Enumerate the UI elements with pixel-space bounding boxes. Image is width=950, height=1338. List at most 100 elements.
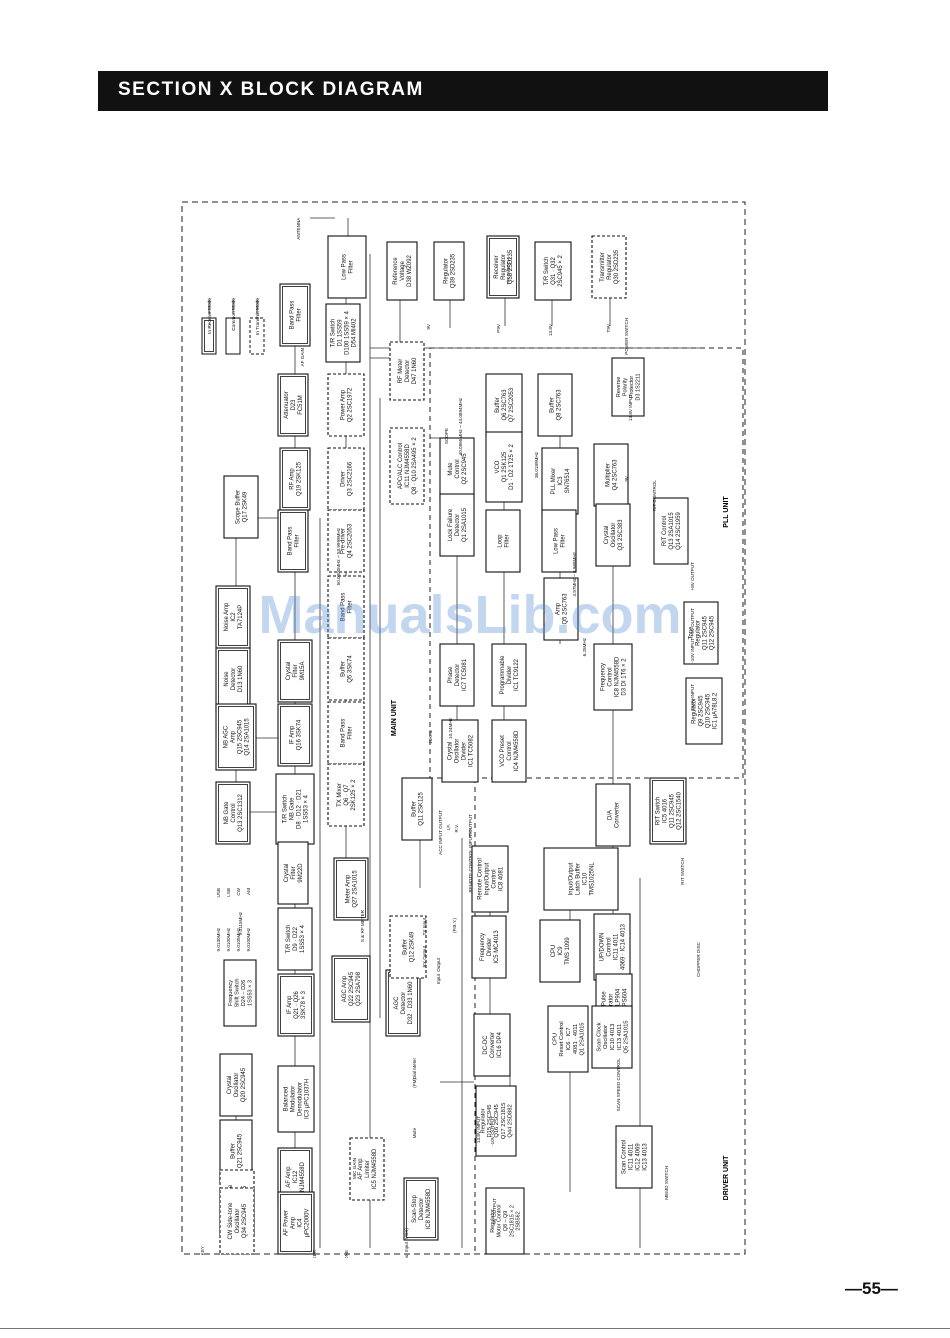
block-outline [439, 643, 475, 707]
diagram-block: Band PassFilter [277, 509, 309, 573]
block-label: BufferQ12 2SK49 [403, 931, 416, 962]
block-outline [277, 703, 313, 767]
diagram-block: CrystalFilter9M15A [277, 639, 313, 703]
block-label-line: µPC2000V [305, 1209, 311, 1238]
block-label: CPUIC9TMS 1099 [551, 937, 571, 965]
block-label: AGCDetectorD32 · D33 1N60 [394, 981, 414, 1025]
diagram-label: +9V OUTPUT [690, 608, 695, 637]
diagram-block: BufferQ6 2SC763Q7 2SC2053 [485, 373, 523, 437]
block-label-line: Filter [293, 664, 299, 677]
block-inner-outline [336, 860, 366, 918]
block-label-line: Q16 3SK74 [297, 719, 303, 750]
block-label-line: Meter Amp [346, 874, 352, 903]
diagram-block: CrystalFilter9M22D [277, 841, 309, 905]
block-label-line: Tone [689, 626, 695, 640]
diagram-label: 13.8V [548, 323, 553, 336]
block-label-line: Q5 2SC763 [563, 593, 569, 625]
block-label-line: Divider [462, 742, 468, 760]
block-label: T/R SwitchNB GateD8 · D12 · D211SS53 × 4 [283, 788, 310, 829]
block-label-line: Control [455, 459, 461, 478]
block-label-line: IC3 [558, 476, 564, 486]
block-outline [486, 235, 520, 299]
block-label-line: Mute [448, 462, 454, 476]
block-outline [215, 781, 251, 845]
block-label-line: D8 · D12 · D21 [297, 788, 303, 829]
page-number: —55— [845, 1279, 898, 1298]
diagram-block: AF PowerAmpIC4µPC2000V [277, 1191, 315, 1255]
block-outline [433, 241, 465, 301]
block-label: BufferQ8 2SC763 [550, 389, 563, 421]
block-outline [473, 1013, 511, 1077]
block-label: BalancedModulatorDemodulatorIC3 µPC1037H [284, 1079, 311, 1119]
diagram-label: S & RF METER [360, 909, 365, 942]
block-label: RegulatorQ39 2SD235 [444, 253, 457, 288]
block-label-line: Regulator [501, 254, 507, 280]
block-label: T/R SwitchQ31 · Q322SC945 × 2 [544, 255, 564, 287]
diagram-block: CPUIC9TMS 1099 [539, 919, 581, 983]
block-label: VCO PresetControlIC4 NJM4558D [500, 731, 520, 772]
block-label-line: TA7124P [238, 605, 244, 629]
block-label-line: IF Amp [287, 995, 293, 1015]
block-label-line: IC7 TC5081 [462, 658, 468, 691]
block-label-line: Q6 · Q7 [344, 784, 350, 805]
diagram-block: Input/OutputLatch BufferIC10TMS1025NL [543, 847, 619, 911]
block-label: IF AmpQ16 3SK74 [290, 719, 303, 750]
block-label-line: Pre-driver [341, 528, 347, 554]
diagram-label: RX Output [422, 945, 427, 967]
block-label: Meter AmpQ27 2SA1015 [346, 870, 359, 908]
block-label-line: Control [492, 869, 498, 888]
block-label-line: Low Pass [342, 254, 348, 280]
section-label: MAIN UNIT [391, 699, 398, 736]
diagram-label: 9.0115MHz [238, 911, 243, 935]
block-label-line: IC12 4069 [636, 1143, 642, 1171]
block-outline [327, 575, 365, 639]
block-label-line: Converter [615, 802, 621, 828]
diagram-block: ToneRegulatorQ11 2SC945Q12 2SC945 [683, 601, 719, 665]
block-label-line: Q1 2SA1015 [462, 507, 468, 542]
block-label: PLL MixerIC3SN76514 [551, 468, 571, 495]
diagram-label: 13.8V INPUT [690, 684, 695, 711]
block-label-line: SN76514 [565, 468, 571, 493]
block-outline [539, 919, 581, 983]
diagram-label: Mute [412, 1128, 417, 1139]
block-label: CrystalOscillatorQ20 2SC945 [227, 1067, 247, 1102]
block-label-line: Shift Switch [235, 979, 241, 1008]
block-label: FrequencyControlIC8 NJM4558DD3 DI 1T6 × … [601, 657, 628, 698]
block-label-line: Q23 2SA798 [356, 971, 362, 1006]
block-inner-outline [280, 512, 306, 570]
diagram-label: 9.0130MHz [216, 927, 221, 951]
legend-swatch [201, 317, 217, 355]
block-label: RegulatorMotor ControlQ8 – Q92SC1815 × 2… [490, 1205, 522, 1238]
block-label-line: Input/Output [569, 862, 575, 895]
block-label-line: Q38 2SD235 [508, 249, 514, 284]
block-label: AttenuatorD23FC51M [284, 391, 304, 418]
block-label-line: IC4 NJM4558D [514, 731, 520, 772]
block-label-line: Filter [295, 534, 301, 547]
bottom-rule [0, 1328, 950, 1329]
block-label: Scan ClockOscillatorIC10 4013IC13 4011Q5… [596, 1020, 629, 1053]
block-label-line: D3 DI 1T6 × 2 [622, 658, 628, 695]
block-label-line: Oscillator [234, 1073, 240, 1098]
block-label-line: Q22 2SC945 [349, 971, 355, 1006]
diagram-block: BalancedModulatorDemodulatorIC3 µPC1037H [277, 1065, 315, 1133]
diagram-label: Output [436, 957, 441, 972]
diagram-block: T/R SwitchD9 · D221SS53 × 4 [277, 907, 313, 971]
block-outline [401, 777, 433, 841]
block-label: ReversePolarityProtectorD3 1S2211 [616, 373, 642, 400]
block-label-line: Frequency [601, 663, 607, 691]
block-label-line: Detector [455, 664, 461, 686]
diagram-block: ReversePolarityProtectorD3 1S2211 [611, 357, 645, 417]
block-label-line: Q4 2SC763 [613, 459, 619, 491]
block-label-line: Detector [401, 992, 407, 1014]
block-label-line: NB AGC [224, 725, 230, 748]
block-label-line: 4081 · 4011 [573, 1024, 579, 1054]
diagram-block: FrequencyDividerIC5 MC4013 [471, 915, 507, 979]
block-label-line: IC16 DP4 [497, 1031, 503, 1057]
block-label-line: Q3 2SC383 [618, 519, 624, 551]
block-label-line: Amp [291, 1216, 297, 1229]
block-outline [471, 845, 509, 913]
block-label-line: Voltage [400, 260, 406, 281]
block-label-line: D13 1N60 [238, 665, 244, 692]
block-label-line: Control [507, 741, 513, 760]
diagram-block: IF AmpQ16 3SK74 [277, 703, 313, 767]
